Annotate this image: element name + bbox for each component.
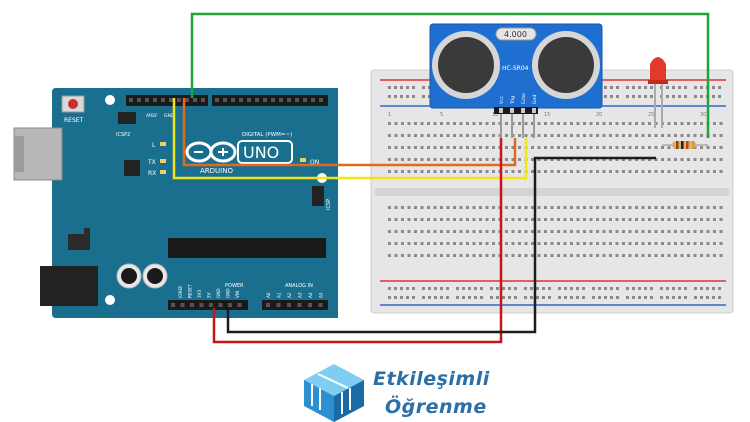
wire-black [226,156,656,334]
etkilesimli-ogrenme-logo-icon [304,364,364,422]
analog-header [262,300,328,310]
digital-header-left [126,95,208,106]
resistor [662,141,708,149]
arduino-uno-board: RESET ICSP2 AREF GND DIGITAL (PWM=~) L T… [13,88,338,318]
power-pin-label: RESET [188,284,193,298]
column-number: 20 [596,112,602,118]
power-pin-label: 5V [207,292,212,298]
crystal [495,27,537,41]
sensor-pin-label: Vcc [499,95,505,104]
column-number: 25 [648,112,654,118]
ultrasonic-sensor: 4.000 HC-SR04 Vcc Trig Echo Gnd [429,23,603,114]
logo-line-1: Etkileşimli [373,368,490,390]
analog-pin-label: A4 [308,292,313,298]
gnd-label: GND [164,113,175,119]
led-l-label: L [152,142,156,149]
on-label: ON [310,159,319,166]
power-pin-label: GND [226,288,231,298]
analog-label: ANALOG IN [285,283,313,289]
wire-green [190,12,710,138]
wire-yellow [172,98,528,180]
arduino-label: ARDUINO [200,167,233,175]
model-label: HC-SR04 [502,65,529,72]
arduino-infinity-logo [185,141,237,163]
reset-label: RESET [64,117,84,124]
uno-label: UNO [243,143,279,162]
power-pin-label: 3V3 [197,289,202,298]
power-header [168,300,248,310]
wire-red [212,138,503,344]
led-rx-label: RX [148,170,156,177]
wires [172,12,710,344]
digital-label: DIGITAL (PWM=~) [242,132,292,138]
column-number: 5 [440,112,443,118]
microcontroller-chip [168,238,326,258]
digital-header-right [212,95,328,106]
analog-pin-label: A0 [266,292,271,298]
sensor-pin-label: Gnd [532,95,538,104]
analog-pin-label: A3 [298,292,303,298]
usb-chip [124,160,140,176]
icsp-label: ICSP [326,199,332,210]
power-label: POWER [225,283,244,289]
red-led [648,57,668,128]
crystal-label: 4.000 [504,30,527,39]
power-jack [40,266,98,306]
logo-line-2: Öğrenme [385,396,487,418]
regulator [68,234,90,250]
analog-pin-label: A1 [277,292,282,298]
aref-label: AREF [146,113,158,119]
analog-pin-label: A2 [287,292,292,298]
analog-pin-label: A5 [319,292,324,298]
column-number: 10 [492,112,498,118]
column-number: 15 [544,112,550,118]
wire-orange [182,98,517,167]
power-pin-label: IOREF [178,285,183,298]
led-tx-label: TX [147,159,156,166]
sensor-pin-label: Echo [521,93,527,104]
power-pin-label: VIN [235,291,240,298]
power-pin-label: GND [216,288,221,298]
icsp2-label: ICSP2 [116,132,130,138]
column-number: 30 [700,112,706,118]
sensor-pin-label: Trig [510,96,516,105]
column-number: 1 [388,112,391,118]
